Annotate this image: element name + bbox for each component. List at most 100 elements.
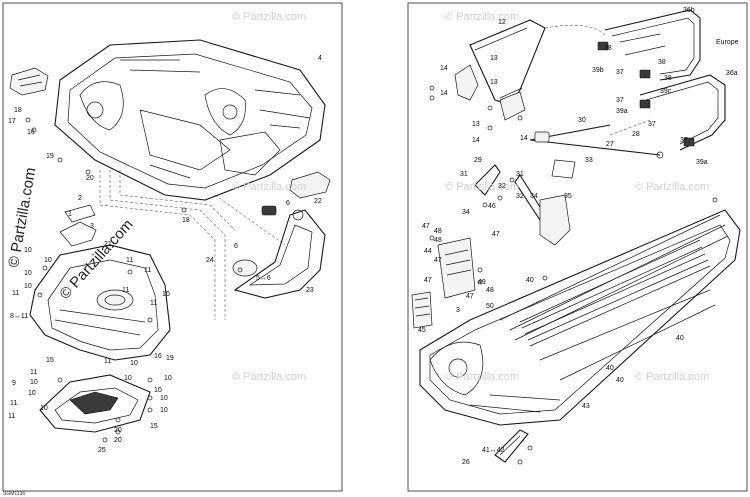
callout-label: 49: [478, 279, 486, 286]
callout-label: 37: [648, 121, 656, 128]
watermark: © Partzilla.com: [232, 11, 306, 23]
callout-label: 24: [206, 257, 214, 264]
right-hardware: [429, 85, 718, 465]
left-lower-guard: [39, 374, 151, 433]
left-dashed-routing: [99, 170, 286, 320]
callout-label: 40: [606, 365, 614, 372]
callout-label: 11: [144, 267, 151, 274]
callout-label: 15: [150, 423, 158, 430]
right-rail-43: [494, 429, 529, 463]
callout-label: 14: [440, 90, 448, 97]
callout-label: 32: [516, 193, 524, 200]
left-top-right-bracket: [289, 171, 331, 199]
callout-label: 11: [104, 358, 111, 365]
callout-label: 45: [418, 327, 426, 334]
callout-label: 11: [150, 300, 157, 307]
callout-label: 50: [486, 303, 494, 310]
callout-label: 22: [314, 198, 322, 205]
callout-label: 16: [154, 353, 162, 360]
callout-label: 11: [10, 400, 17, 407]
left-front-suspension-assembly: [29, 204, 171, 361]
callout-label: 9: [12, 380, 16, 387]
callout-label: 40: [526, 277, 534, 284]
watermark: © Partzilla.com: [232, 181, 306, 193]
callout-label: 47: [424, 277, 432, 284]
watermark: © Partzilla.com: [445, 11, 519, 23]
callout-label: 18: [182, 217, 190, 224]
callout-label: 47: [466, 293, 474, 300]
callout-label: 38: [658, 59, 666, 66]
right-rear-bumper-36b: [597, 9, 701, 81]
callout-label: 11: [12, 290, 19, 297]
callout-label: 18: [14, 107, 22, 114]
callout-label: 48: [434, 228, 442, 235]
callout-label: 3: [90, 223, 94, 230]
callout-label: 25: [98, 447, 106, 454]
left-steering-bracket: [232, 205, 326, 299]
callout-label: 43: [582, 403, 590, 410]
right-dashed-routing: [544, 24, 651, 136]
callout-label: 11: [8, 413, 15, 420]
callout-label: 40: [616, 377, 624, 384]
callout-label: 41↔42: [482, 447, 505, 454]
watermark: © Partzilla.com: [445, 181, 519, 193]
watermark: © Partzilla.com: [635, 181, 709, 193]
right-rear-bumper-36a: [639, 74, 726, 151]
watermark: © Partzilla.com: [232, 371, 306, 383]
callout-label: 10: [162, 291, 170, 298]
callout-label: 4: [318, 55, 322, 62]
callout-label: 39a: [696, 159, 708, 166]
callout-label: 32: [498, 183, 506, 190]
callout-label: 35: [564, 193, 572, 200]
callout-label: Europe: [716, 39, 739, 46]
callout-label: 47: [492, 231, 500, 238]
callout-label: 10: [24, 283, 32, 290]
callout-label: 27: [606, 141, 614, 148]
callout-label: 3: [456, 307, 460, 314]
callout-label: 34: [462, 209, 470, 216]
callout-label: 36a: [726, 70, 738, 77]
right-cross-brace-27-28: [529, 124, 664, 159]
callout-label: 37: [616, 97, 624, 104]
callout-label: 39a: [616, 108, 628, 115]
callout-label: 46: [488, 203, 496, 210]
watermark-large: © Partzilla.com: [5, 166, 39, 268]
callout-label: 6: [234, 243, 238, 250]
callout-label: 1: [68, 211, 72, 218]
callout-label: 31: [516, 171, 524, 178]
callout-label: 11: [122, 287, 129, 294]
callout-label: 2: [78, 195, 82, 202]
right-support-29-31: [474, 159, 576, 246]
callout-label: 20: [114, 437, 122, 444]
callout-label: 48: [486, 287, 494, 294]
callout-label: 10: [28, 390, 36, 397]
callout-label: 28: [632, 131, 640, 138]
callout-label: 10: [24, 247, 32, 254]
callout-label: 12: [498, 19, 506, 26]
callout-label: 13: [472, 121, 480, 128]
callout-label: 10: [124, 375, 132, 382]
callout-label: 39b: [592, 67, 604, 74]
callout-label: 39c: [660, 88, 672, 95]
right-panel-frame: [407, 2, 748, 492]
watermark: © Partzilla.com: [635, 371, 709, 383]
callout-label: 10: [164, 375, 172, 382]
right-heat-shield-44-50: [411, 237, 476, 329]
callout-label: 34: [530, 193, 538, 200]
callout-label: 14: [472, 137, 480, 144]
left-chassis-frame: [54, 39, 326, 201]
callout-label: 10: [30, 379, 38, 386]
callout-label: 10: [44, 257, 52, 264]
callout-label: 6: [286, 200, 290, 207]
callout-label: 5↔6: [256, 275, 271, 282]
right-steering-column-12: [454, 19, 546, 121]
callout-label: 10: [130, 360, 138, 367]
callout-label: 10: [24, 270, 32, 277]
callout-label: 47: [434, 257, 442, 264]
callout-label: 44: [424, 248, 432, 255]
callout-label: 10: [160, 395, 168, 402]
callout-label: 19: [46, 153, 54, 160]
callout-label: 21: [104, 241, 112, 248]
